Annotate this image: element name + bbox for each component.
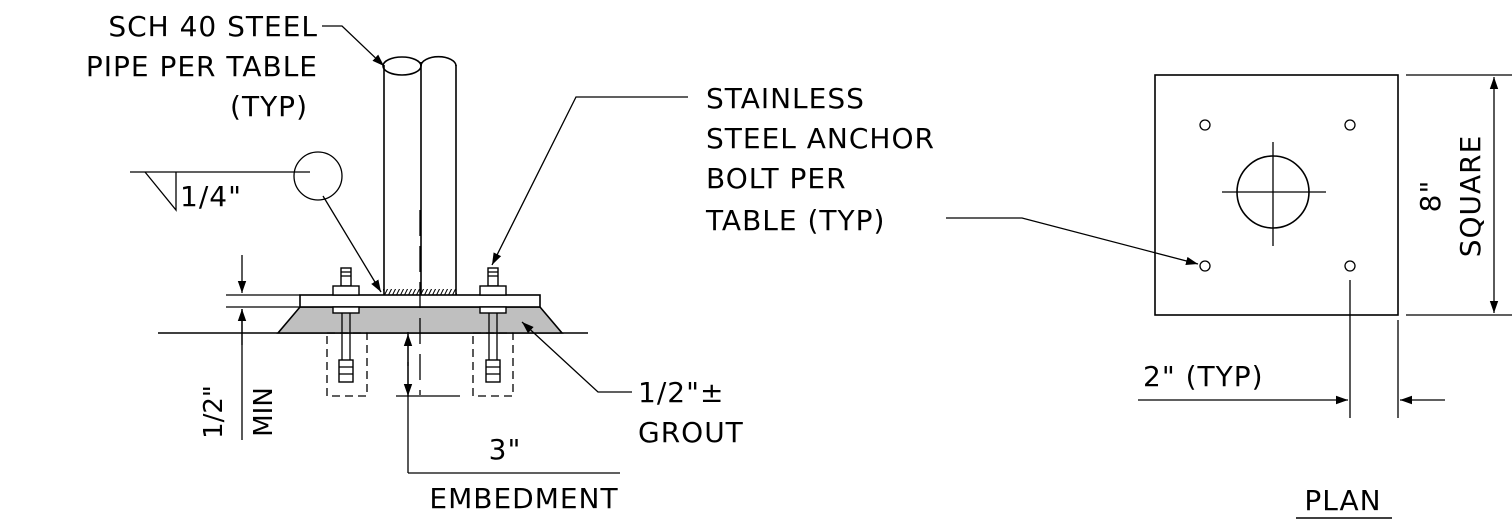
pipe-leader — [322, 25, 385, 67]
plan-square-label: SQUARE — [1454, 135, 1487, 258]
steel-pipe — [382, 55, 457, 395]
weld-size-label: 1/4" — [180, 180, 242, 213]
plan-anchor-leader — [946, 217, 1199, 266]
thickness-dimension — [226, 255, 300, 440]
embedment-dimension — [396, 332, 620, 474]
plan-bolt-hole — [1199, 119, 1211, 131]
weld-symbol — [130, 151, 382, 293]
min-label: MIN — [249, 387, 279, 437]
anchor-leader — [491, 96, 688, 266]
pipe-label-line1: SCH 40 STEEL — [108, 10, 318, 43]
plan-view: 8" SQUARE 2" (TYP) PLAN — [946, 74, 1512, 519]
embedment-label: EMBEDMENT — [429, 482, 618, 515]
grout-leader — [521, 321, 632, 393]
anchor-label-line2: STEEL ANCHOR — [706, 122, 935, 155]
elevation-view: SCH 40 STEEL PIPE PER TABLE (TYP) 1/4" S… — [86, 10, 935, 515]
plan-base-plate — [1154, 74, 1399, 316]
plan-bolt-hole — [1344, 119, 1356, 131]
anchor-label-line4: TABLE (TYP) — [705, 204, 885, 237]
anchor-bolt-left — [326, 267, 368, 397]
square-dimension — [1406, 74, 1512, 316]
grout-label-line1: 1/2"± — [638, 376, 724, 409]
embedment-value: 3" — [489, 433, 522, 466]
grout-label-line2: GROUT — [638, 416, 744, 449]
anchor-label-line1: STAINLESS — [706, 82, 865, 115]
pipe-label-line3: (TYP) — [230, 90, 308, 123]
plan-size-value: 8" — [1414, 180, 1447, 213]
plan-bolt-hole — [1344, 260, 1356, 272]
plan-title: PLAN — [1304, 484, 1381, 517]
pipe-label-line2: PIPE PER TABLE — [86, 50, 318, 83]
plan-bolt-hole — [1199, 260, 1211, 272]
anchor-label-line3: BOLT PER — [706, 162, 847, 195]
edge-distance-label: 2" (TYP) — [1143, 360, 1264, 393]
min-value: 1/2" — [199, 385, 229, 439]
edge-distance-dimension — [1138, 280, 1445, 418]
anchor-bolt-right — [472, 267, 514, 397]
